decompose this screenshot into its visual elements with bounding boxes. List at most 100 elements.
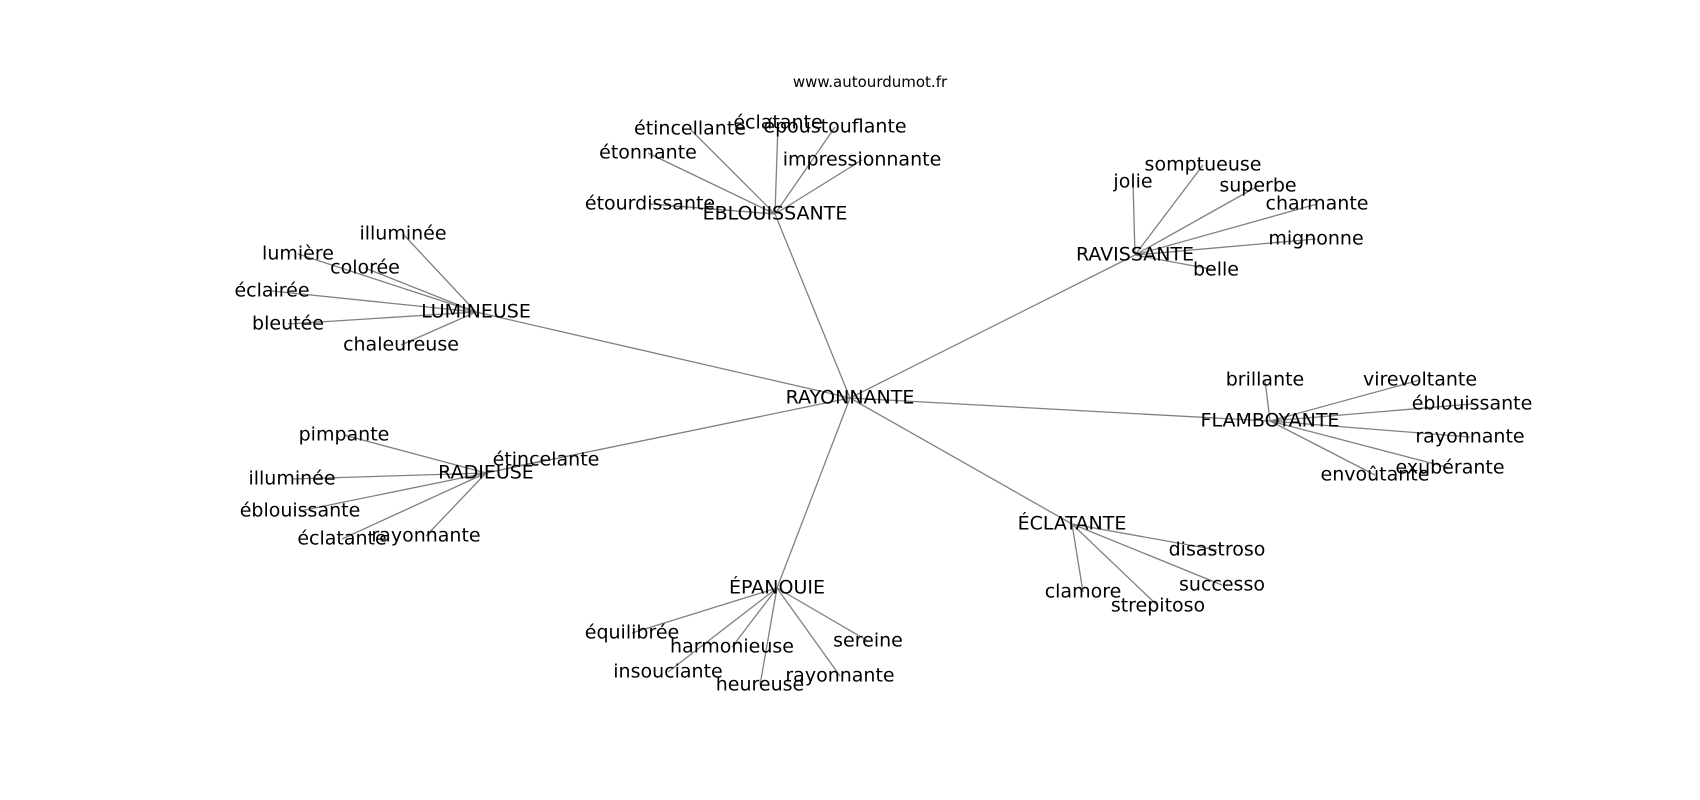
edge-center-ravissante [849, 254, 1136, 399]
edge-center-epanouie [776, 397, 851, 589]
edge-lumineuse-leaf [287, 311, 477, 325]
edge-lumineuse-leaf [402, 233, 477, 313]
edge-eclatante-leaf [1071, 523, 1223, 586]
leaf-word-epanouie: équilibrée [585, 622, 679, 644]
hub-word-eclatante: ÉCLATANTE [1018, 512, 1127, 535]
leaf-word-lumineuse: lumière [262, 243, 334, 265]
leaf-word-lumineuse: illuminée [359, 223, 446, 245]
edge-radieuse-leaf [425, 472, 487, 537]
edge-center-eclatante [849, 397, 1073, 525]
leaf-word-lumineuse: colorée [330, 257, 400, 279]
hub-word-eblouissante: ÉBLOUISSANTE [703, 202, 848, 225]
center-word: RAYONNANTE [786, 387, 915, 409]
leaf-word-flamboyante: rayonnante [1415, 426, 1524, 448]
edge-eclatante-leaf [1071, 523, 1218, 551]
edge-eblouissante-leaf [689, 128, 776, 215]
edge-flamboyante-leaf [1269, 403, 1473, 422]
leaf-word-ravissante: belle [1193, 259, 1239, 281]
hub-word-epanouie: ÉPANOUIE [729, 576, 825, 599]
leaf-word-epanouie: harmonieuse [670, 636, 794, 658]
leaf-word-epanouie: insouciante [613, 661, 722, 683]
leaf-word-eblouissante: étonnante [599, 142, 697, 164]
edge-ravissante-leaf [1132, 181, 1136, 256]
edge-ravissante-leaf [1134, 254, 1217, 271]
hub-word-radieuse: RADIEUSE [438, 462, 534, 484]
leaf-word-eclatante: successo [1179, 574, 1265, 596]
leaf-word-epanouie: heureuse [716, 674, 805, 696]
edge-eblouissante-leaf [774, 126, 836, 215]
edge-eclatante-leaf [1071, 523, 1159, 607]
edge-radieuse-leaf [343, 434, 487, 474]
edge-epanouie-leaf [776, 587, 869, 642]
leaf-word-lumineuse: chaleureuse [343, 334, 459, 356]
leaf-word-ravissante: somptueuse [1145, 154, 1262, 176]
leaf-word-flamboyante: brillante [1226, 369, 1305, 391]
leaf-word-radieuse: éblouissante [240, 500, 361, 522]
leaf-word-flamboyante: virevoltante [1363, 369, 1477, 391]
leaf-word-eclatante: clamore [1045, 581, 1122, 603]
labels-layer: étincellanteéclatanteépoustouflanteétonn… [234, 112, 1532, 696]
leaf-word-flamboyante: envoûtante [1321, 464, 1430, 486]
leaf-word-ravissante: charmante [1266, 193, 1369, 215]
leaf-word-lumineuse: bleutée [252, 313, 324, 335]
leaf-word-eblouissante: étourdissante [585, 193, 715, 215]
hub-word-ravissante: RAVISSANTE [1076, 244, 1194, 266]
edge-epanouie-leaf [667, 587, 778, 673]
edge-center-flamboyante [849, 397, 1271, 422]
leaf-word-radieuse: illuminée [248, 468, 335, 490]
edge-eblouissante-leaf [774, 159, 863, 215]
leaf-word-ravissante: superbe [1219, 175, 1296, 197]
edge-center-radieuse [485, 397, 851, 474]
edge-flamboyante-leaf [1269, 420, 1471, 438]
edge-radieuse-leaf [299, 472, 487, 512]
leaf-word-flamboyante: exubérante [1395, 457, 1504, 479]
edge-flamboyante-leaf [1264, 379, 1271, 422]
edge-epanouie-leaf [776, 587, 841, 677]
leaf-word-eblouissante: éclatante [733, 112, 822, 134]
source-watermark: www.autourdumot.fr [793, 73, 948, 91]
edge-epanouie-leaf [731, 587, 778, 648]
edge-center-eblouissante [774, 213, 851, 399]
edge-radieuse-leaf [341, 472, 487, 540]
edge-flamboyante-leaf [1269, 420, 1376, 476]
leaf-word-eblouissante: époustouflante [763, 116, 906, 138]
edge-ravissante-leaf [1134, 185, 1259, 256]
edge-epanouie-leaf [759, 587, 778, 686]
edge-ravissante-leaf [1134, 164, 1204, 256]
edge-epanouie-leaf [631, 587, 778, 634]
edge-lumineuse-leaf [364, 267, 477, 313]
leaf-word-eblouissante: impressionnante [783, 149, 942, 171]
leaf-word-radieuse: rayonnante [371, 525, 480, 547]
leaf-word-ravissante: mignonne [1268, 228, 1363, 250]
edges-layer [271, 122, 1473, 686]
leaf-word-radieuse: étincelante [493, 449, 600, 471]
leaf-word-flamboyante: éblouissante [1412, 393, 1533, 415]
hub-word-flamboyante: FLAMBOYANTE [1201, 410, 1340, 432]
edge-ravissante-leaf [1134, 203, 1318, 256]
edge-eblouissante-leaf [647, 152, 776, 215]
leaf-word-radieuse: éclatante [297, 528, 386, 550]
leaf-word-eblouissante: étincellante [634, 118, 746, 140]
edge-ravissante-leaf [1134, 238, 1317, 256]
edge-flamboyante-leaf [1269, 379, 1421, 422]
leaf-word-radieuse: pimpante [299, 424, 390, 446]
leaf-word-epanouie: sereine [833, 630, 903, 652]
edge-lumineuse-leaf [271, 290, 477, 313]
edge-eclatante-leaf [1071, 523, 1084, 593]
leaf-word-eclatante: strepitoso [1111, 595, 1205, 617]
edge-eblouissante-leaf [774, 122, 779, 215]
leaf-word-lumineuse: éclairée [234, 280, 309, 302]
edge-radieuse-leaf [291, 472, 487, 480]
edge-lumineuse-leaf [400, 311, 477, 346]
edge-center-lumineuse [475, 311, 851, 399]
edge-radieuse-leaf [485, 459, 547, 474]
edge-eblouissante-leaf [649, 203, 776, 215]
leaf-word-eclatante: disastroso [1169, 539, 1266, 561]
leaf-word-epanouie: rayonnante [785, 665, 894, 687]
edge-lumineuse-leaf [297, 253, 477, 313]
hub-word-lumineuse: LUMINEUSE [421, 301, 531, 323]
leaf-word-ravissante: jolie [1112, 171, 1152, 193]
edge-flamboyante-leaf [1269, 420, 1451, 469]
